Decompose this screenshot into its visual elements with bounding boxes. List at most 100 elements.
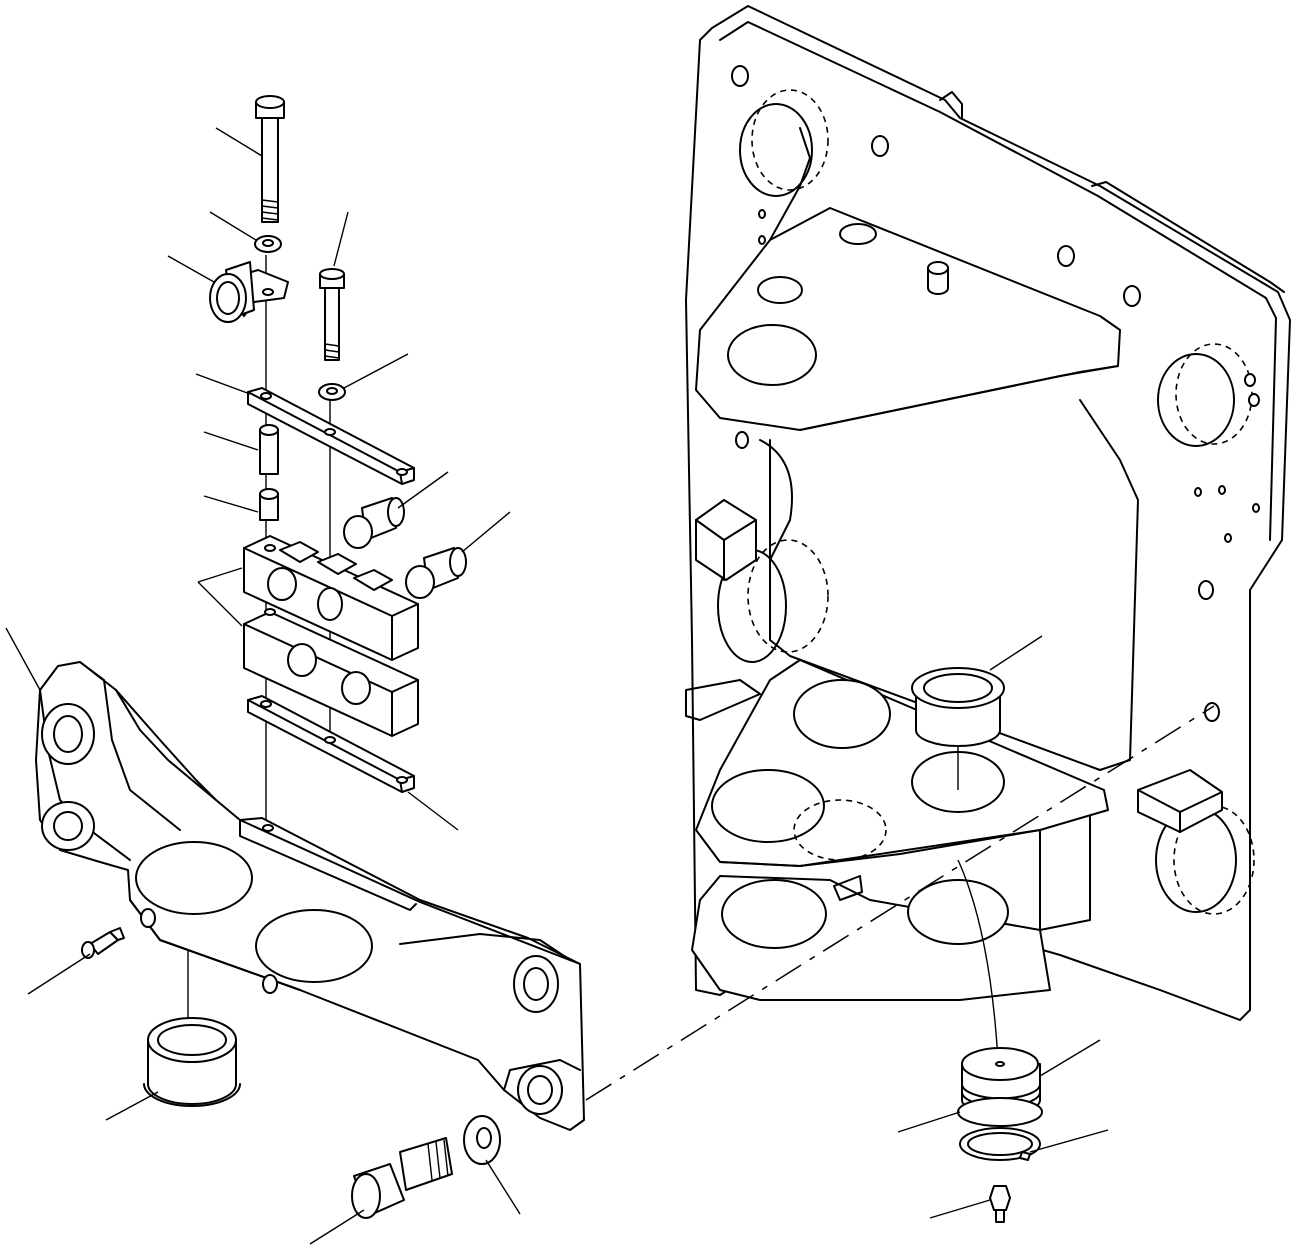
sleeve-lower-end [405, 565, 435, 599]
pivot-pin-bolt [351, 1115, 501, 1219]
leader-line [195, 373, 251, 395]
leader-line [203, 431, 259, 451]
main-frame [685, 5, 1291, 1021]
center-pin-assembly [911, 667, 1005, 747]
upper-strap-hole [396, 468, 408, 476]
frame-small-hole [758, 235, 766, 245]
lower-strap-hole [324, 736, 336, 744]
frame-small-hole [758, 209, 766, 219]
center-bushing-bore [923, 673, 993, 703]
leader-line [407, 791, 459, 831]
frame-bolt-hole [1198, 580, 1214, 600]
frame-lower-bracket-edge [719, 829, 1041, 867]
mount-pin-assembly [957, 1047, 1043, 1223]
axle-support-grease-port [140, 908, 156, 928]
pivot-pin-head-face [351, 1173, 381, 1219]
leader-line [343, 353, 409, 389]
frame-small-hole [1252, 503, 1260, 513]
frame-small-hole [1218, 485, 1226, 495]
leader-line [215, 127, 263, 157]
support-bushing [143, 1017, 241, 1107]
clamp-block-upper-slots [279, 541, 393, 591]
frame-bottom-bore-center [907, 879, 1009, 945]
frame-bolt-hole [731, 65, 749, 87]
frame-bore-upper-left [739, 103, 813, 197]
mount-pin-snap-ring-lug [1019, 1151, 1031, 1161]
frame-center-opening [769, 399, 1139, 771]
axle-support-side-hole [262, 974, 278, 994]
leader-line [209, 211, 257, 241]
leader-line [1029, 1129, 1109, 1153]
sleeve-upper-flange [387, 497, 405, 527]
axle-support-pivot-bore-bottom-inner [53, 811, 83, 841]
pivot-pin-thread [427, 1139, 449, 1181]
grease-fitting-thread [109, 927, 125, 941]
mount-pin-plug-hex [989, 1185, 1011, 1211]
clamp-block-upper-edge [243, 547, 419, 661]
axle-support-arm-curve [399, 933, 571, 961]
support-bushing-flange [143, 1083, 241, 1107]
clamp-block-upper-bore [267, 567, 297, 601]
axle-support-rib [79, 661, 181, 831]
axle-support-rib-top [115, 689, 217, 801]
support-bushing-bore [157, 1024, 227, 1056]
leader-line [203, 495, 259, 513]
clamp-block-lower-hole [264, 608, 276, 616]
frame-bore-middle-left-hidden [747, 539, 829, 653]
frame-bolt-hole [871, 135, 889, 157]
frame-side-lug-right [1137, 769, 1223, 833]
lower-strap-hole [396, 776, 408, 784]
frame-lower-pivot-bore [711, 769, 825, 843]
short-bolt-shank [324, 287, 340, 361]
leader-line [989, 635, 1043, 671]
leader-line [485, 1159, 521, 1215]
frame-boss-top [927, 261, 949, 275]
frame-upper-pivot-bore [727, 324, 817, 386]
dowel-pin-upper-top [259, 424, 279, 436]
frame-bottom-bore [721, 879, 827, 949]
mount-pin-snap-ring-inner [967, 1132, 1033, 1156]
frame-side-lug-right-edges [1137, 789, 1223, 833]
short-bolt-thread [324, 343, 340, 359]
dowel-pin-lower-top [259, 488, 279, 500]
axle-support-pivot-bore-right-inner [523, 967, 549, 1001]
tab-bushing-hole [262, 288, 274, 296]
long-bolt-thread [261, 199, 279, 221]
clamp-block-lower-bore [287, 643, 317, 677]
lower-strap-hole [260, 700, 272, 708]
leader-line [27, 953, 91, 995]
mount-pin-o-ring [957, 1097, 1043, 1127]
long-bolt-head-top [255, 95, 285, 109]
dowel-pin-upper [259, 429, 279, 475]
mount-pin-axis [957, 859, 999, 1061]
leader-line [105, 1091, 159, 1121]
frame-upper-hole [839, 223, 877, 245]
leader-lines [5, 127, 1109, 1245]
axle-support-bore-left [135, 841, 253, 915]
axle-support-lower-lug [503, 1059, 581, 1091]
grease-fitting [81, 927, 125, 959]
upper-strap-hole [324, 428, 336, 436]
frame-upper-bracket-edge [799, 365, 1119, 431]
frame-boss [927, 267, 949, 295]
frame-shelf-left [685, 679, 761, 721]
pivot-pin-shank [399, 1137, 453, 1191]
frame-small-hole [1244, 373, 1256, 387]
leader-line [929, 1199, 991, 1219]
axle-support-body [35, 661, 585, 1131]
axle-support-top-edge [239, 819, 581, 965]
frame-bore-upper-right [1157, 353, 1235, 447]
leader-line [897, 1111, 961, 1133]
long-bolt-washer-hole [262, 239, 274, 247]
frame-side-lug-left [695, 499, 757, 581]
axle-support-bottom-edge [129, 899, 301, 991]
clamp-block-upper-hole [264, 544, 276, 552]
frame-lower-bore-hidden [793, 799, 887, 861]
pivot-pin-washer-hole [476, 1127, 492, 1149]
grease-fitting-nipple [81, 941, 95, 959]
frame-small-hole [1248, 393, 1260, 407]
mount-pin-plug-thread [995, 1209, 1005, 1223]
short-bolt-head-top [319, 268, 345, 280]
